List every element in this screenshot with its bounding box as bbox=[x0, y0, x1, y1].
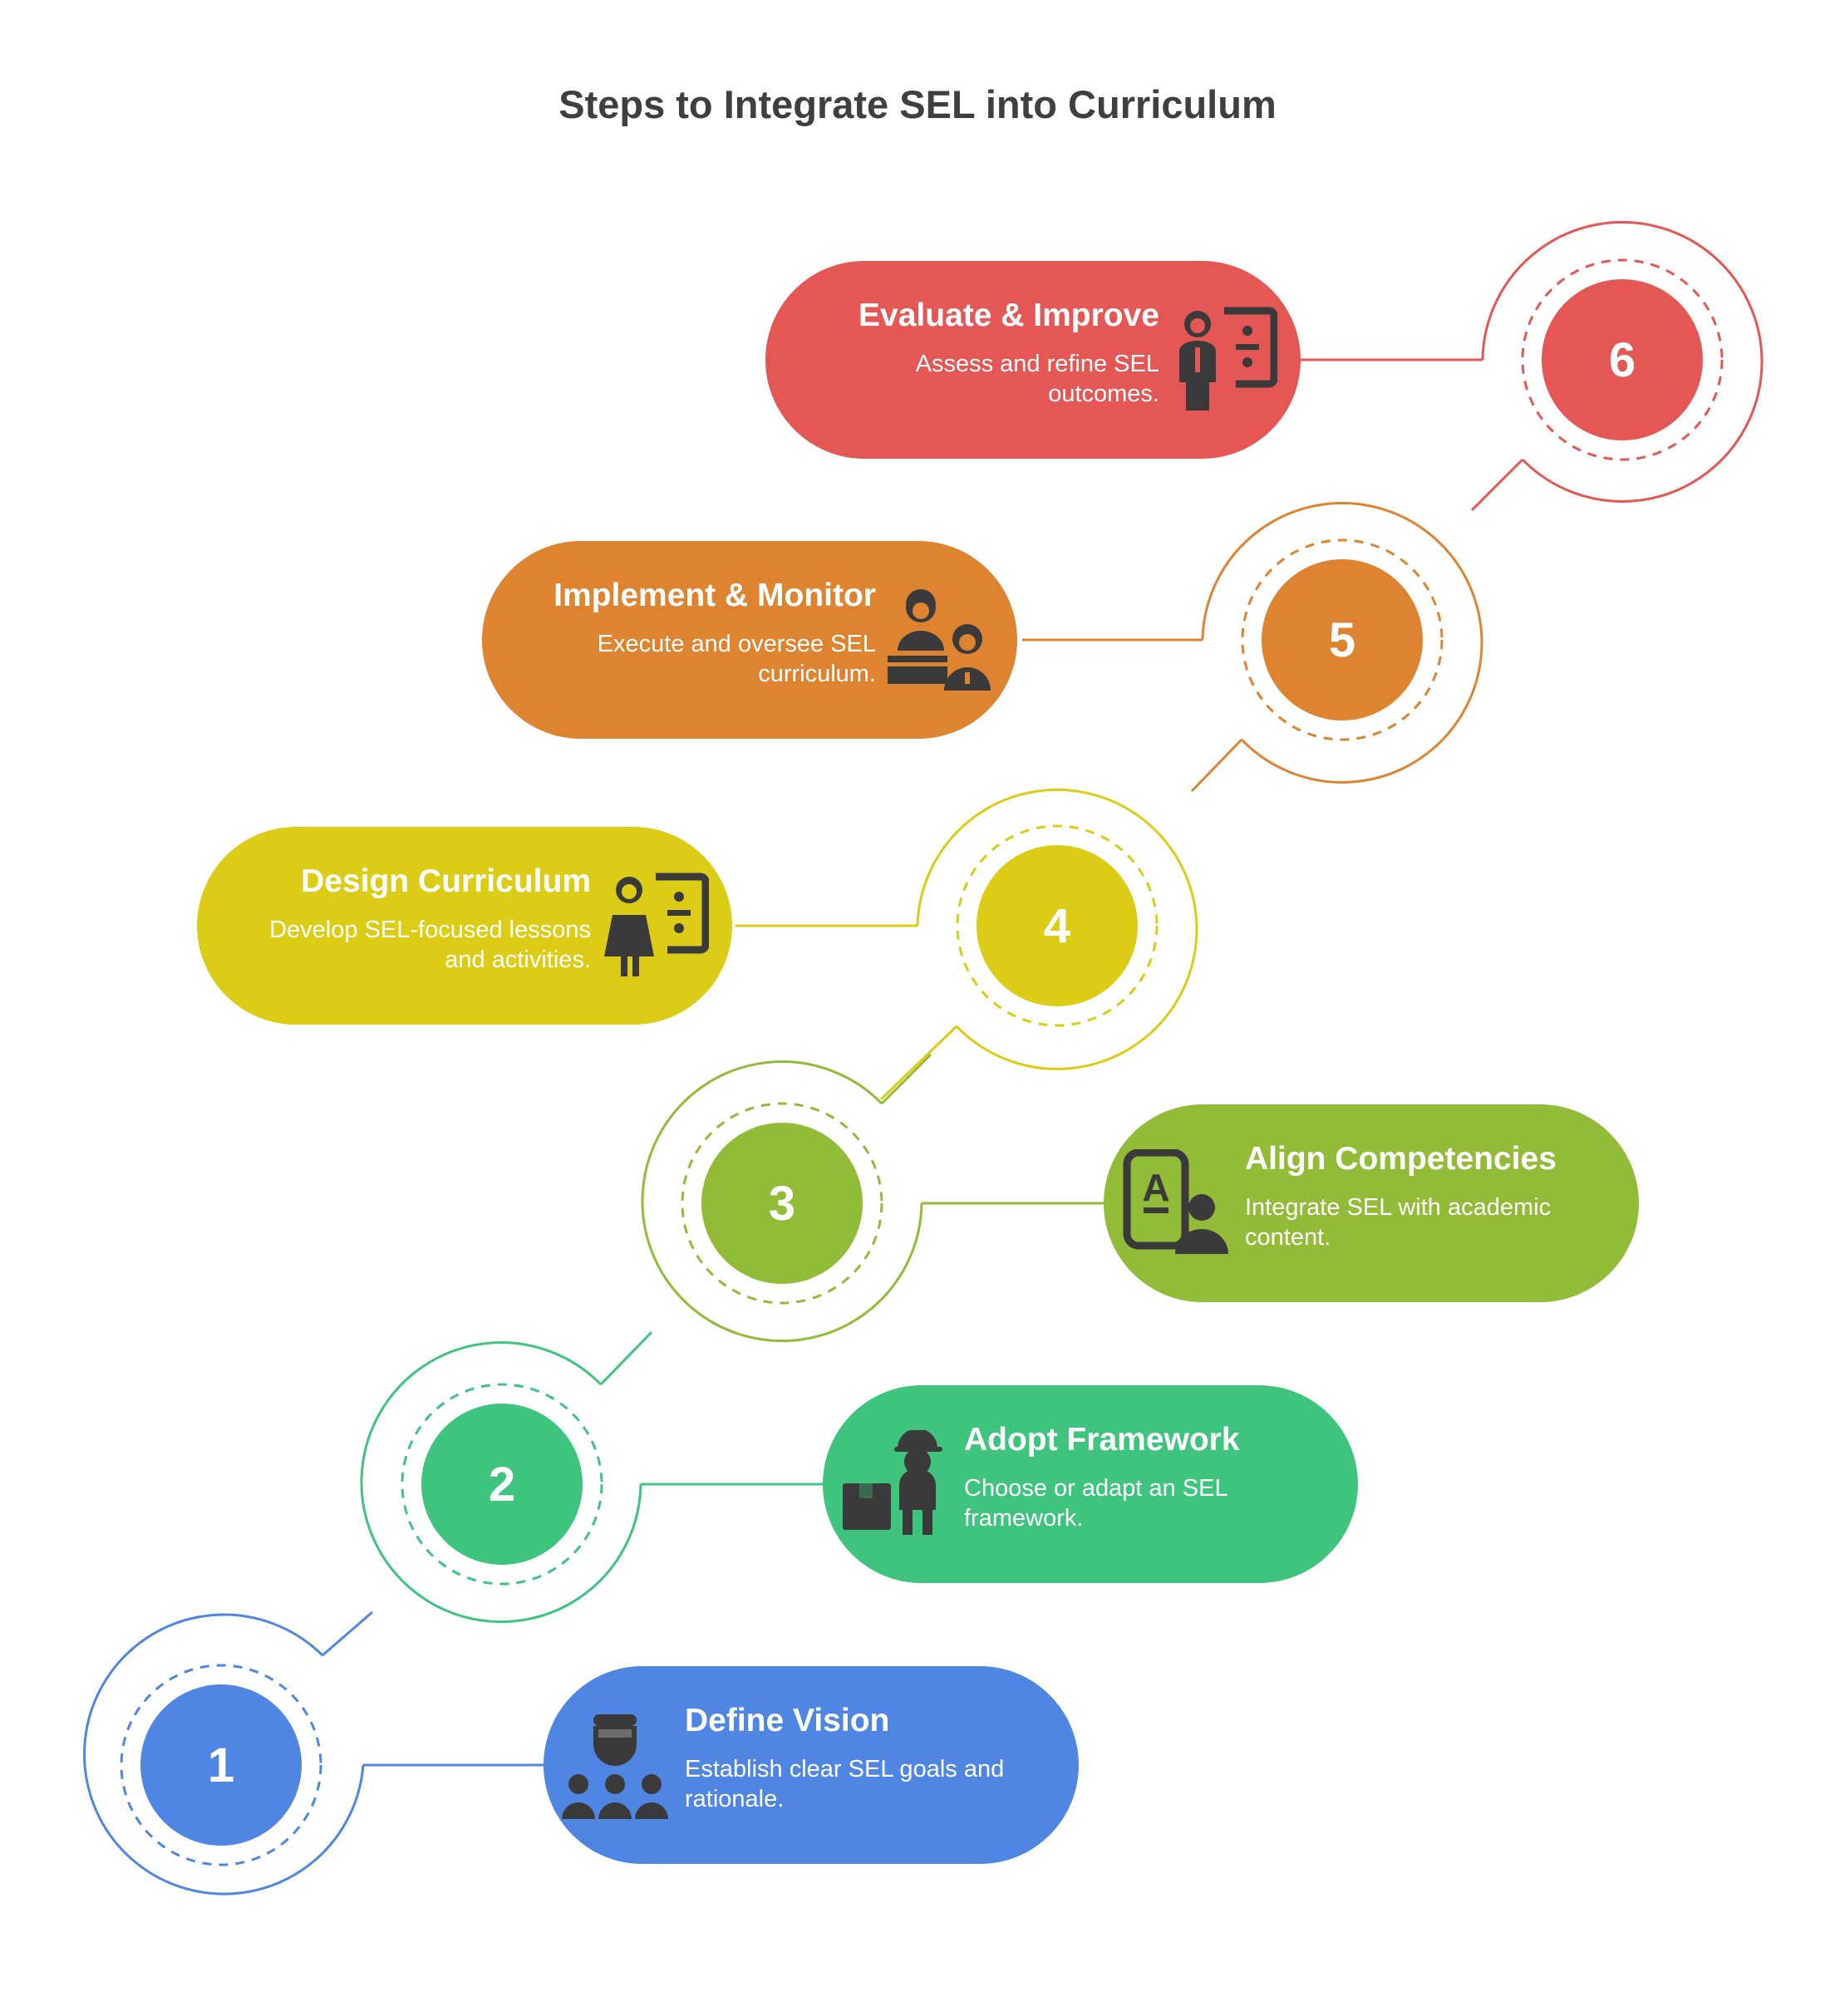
step-5-rings bbox=[1022, 501, 1483, 793]
group-leader-icon bbox=[562, 1714, 668, 1819]
step-4-description: Develop SEL-focused lessons and activiti… bbox=[269, 917, 591, 973]
step-6-heading: Evaluate & Improve bbox=[858, 297, 1159, 333]
learner-letter-board-icon: A bbox=[1123, 1149, 1228, 1254]
step-2-description: Choose or adapt an SEL framework. bbox=[964, 1475, 1227, 1532]
step-4-number: 4 bbox=[1043, 898, 1071, 953]
step-1-rings bbox=[82, 1610, 544, 1896]
step-3-description: Integrate SEL with academic content. bbox=[1245, 1194, 1552, 1251]
svg-text:A: A bbox=[1142, 1166, 1169, 1209]
step-6-number: 6 bbox=[1608, 332, 1636, 387]
step-1-heading: Define Vision bbox=[685, 1703, 890, 1738]
step-5-description: Execute and oversee SEL curriculum. bbox=[597, 631, 876, 687]
step-3-number: 3 bbox=[768, 1176, 796, 1231]
step-3-rings bbox=[641, 1053, 1104, 1343]
teacher-student-icon bbox=[888, 589, 991, 691]
step-6-number-circle: 6 bbox=[1542, 279, 1703, 440]
teacher-board-icon bbox=[604, 873, 709, 976]
step-5-number: 5 bbox=[1328, 612, 1356, 667]
step-5-card: Implement & Monitor Execute and oversee … bbox=[482, 541, 1017, 739]
step-3-card: A Align Competencies Integrate SEL with … bbox=[1104, 1104, 1639, 1302]
page-title: Steps to Integrate SEL into Curriculum bbox=[558, 82, 1277, 126]
step-6-card: Evaluate & Improve Assess and refine SEL… bbox=[765, 261, 1301, 459]
step-4-card: Design Curriculum Develop SEL-focused le… bbox=[197, 827, 732, 1025]
step-3-number-circle: 3 bbox=[701, 1123, 863, 1284]
step-6-description: Assess and refine SEL outcomes. bbox=[915, 351, 1159, 407]
step-2-number-circle: 2 bbox=[421, 1404, 583, 1565]
step-6-rings bbox=[1301, 220, 1764, 512]
step-2-card: Adopt Framework Choose or adapt an SEL f… bbox=[823, 1385, 1358, 1583]
step-4-number-circle: 4 bbox=[977, 845, 1138, 1006]
step-3-heading: Align Competencies bbox=[1245, 1141, 1557, 1177]
worker-with-boxes-icon bbox=[843, 1430, 942, 1535]
step-1-description: Establish clear SEL goals and rationale. bbox=[685, 1756, 1005, 1812]
step-2-rings bbox=[360, 1330, 823, 1624]
step-4-rings bbox=[735, 788, 1198, 1101]
step-5-number-circle: 5 bbox=[1262, 559, 1423, 720]
presenter-board-icon bbox=[1179, 307, 1277, 411]
step-2-heading: Adopt Framework bbox=[964, 1422, 1240, 1458]
step-1-card: Define Vision Establish clear SEL goals … bbox=[544, 1666, 1079, 1864]
step-2-number: 2 bbox=[488, 1457, 516, 1512]
step-4-heading: Design Curriculum bbox=[301, 863, 591, 899]
step-5-heading: Implement & Monitor bbox=[553, 578, 876, 613]
step-1-number: 1 bbox=[207, 1738, 235, 1792]
step-1-number-circle: 1 bbox=[140, 1684, 302, 1846]
